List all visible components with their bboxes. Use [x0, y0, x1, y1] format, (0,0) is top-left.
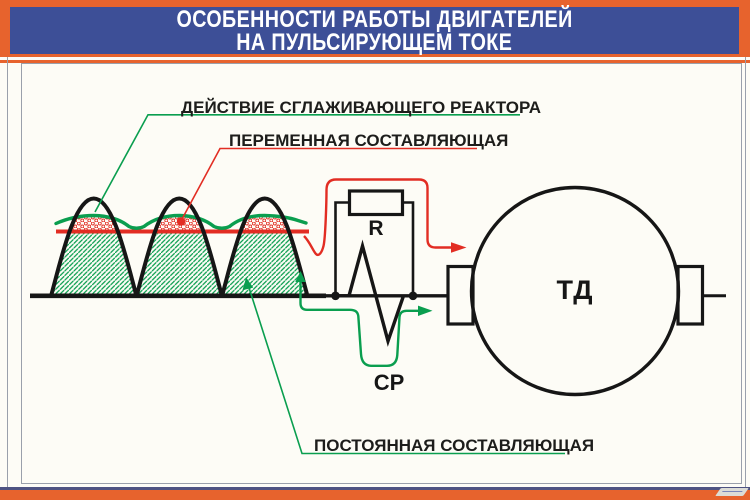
smoothed-current-line [54, 213, 308, 230]
leader-variable-end-dot [176, 217, 186, 226]
red-flow-arrowhead [451, 242, 467, 253]
variable-component-flow-path [303, 178, 452, 257]
node-left [331, 291, 340, 301]
resistor-symbol [347, 189, 405, 217]
inner-frame [21, 63, 742, 484]
constant-component-flow-path [299, 281, 419, 367]
label-variable-component: ПЕРЕМЕННАЯ СОСТАВЛЯЮЩАЯ [229, 131, 509, 150]
outer-border-left [7, 57, 8, 491]
motor-brush-right [676, 264, 705, 326]
leader-constant-arrowhead [242, 277, 254, 291]
watermark-badge [715, 488, 749, 496]
outer-border-right [745, 57, 746, 491]
leader-smoothing-reactor [94, 114, 520, 213]
label-constant-component: ПОСТОЯННАЯ СОСТАВЛЯЮЩАЯ [314, 436, 595, 455]
header-rule [0, 60, 750, 63]
traction-motor-label: ТД [556, 275, 594, 305]
current-pulse-arches [49, 196, 310, 297]
label-smoothing-reactor-action: ДЕЙСТВИЕ СГЛАЖИВАЮЩЕГО РЕАКТОРА [181, 98, 542, 117]
leader-variable-component [180, 147, 477, 222]
bottom-navy-bar [0, 487, 750, 491]
green-flow-arrowhead-up [295, 271, 306, 282]
dc-component-area [51, 233, 308, 296]
bottom-orange-bar [0, 490, 750, 500]
page-title-line1: ОСОБЕННОСТИ РАБОТЫ ДВИГАТЕЛЕЙ [176, 5, 573, 33]
resistor-branch-wires [334, 201, 415, 293]
resistor-label: R [368, 217, 384, 240]
leader-constant-component [246, 282, 565, 455]
title-banner: ОСОБЕННОСТИ РАБОТЫ ДВИГАТЕЛЕЙ НА ПУЛЬСИР… [10, 7, 739, 54]
green-flow-arrowhead-right [418, 305, 433, 316]
motor-brush-left [446, 264, 475, 326]
page-title-line2: НА ПУЛЬСИРУЮЩЕМ ТОКЕ [236, 28, 513, 56]
node-right [408, 291, 418, 301]
reactor-voltage-spike [335, 239, 406, 347]
smoothing-reactor-label: СР [373, 370, 405, 395]
